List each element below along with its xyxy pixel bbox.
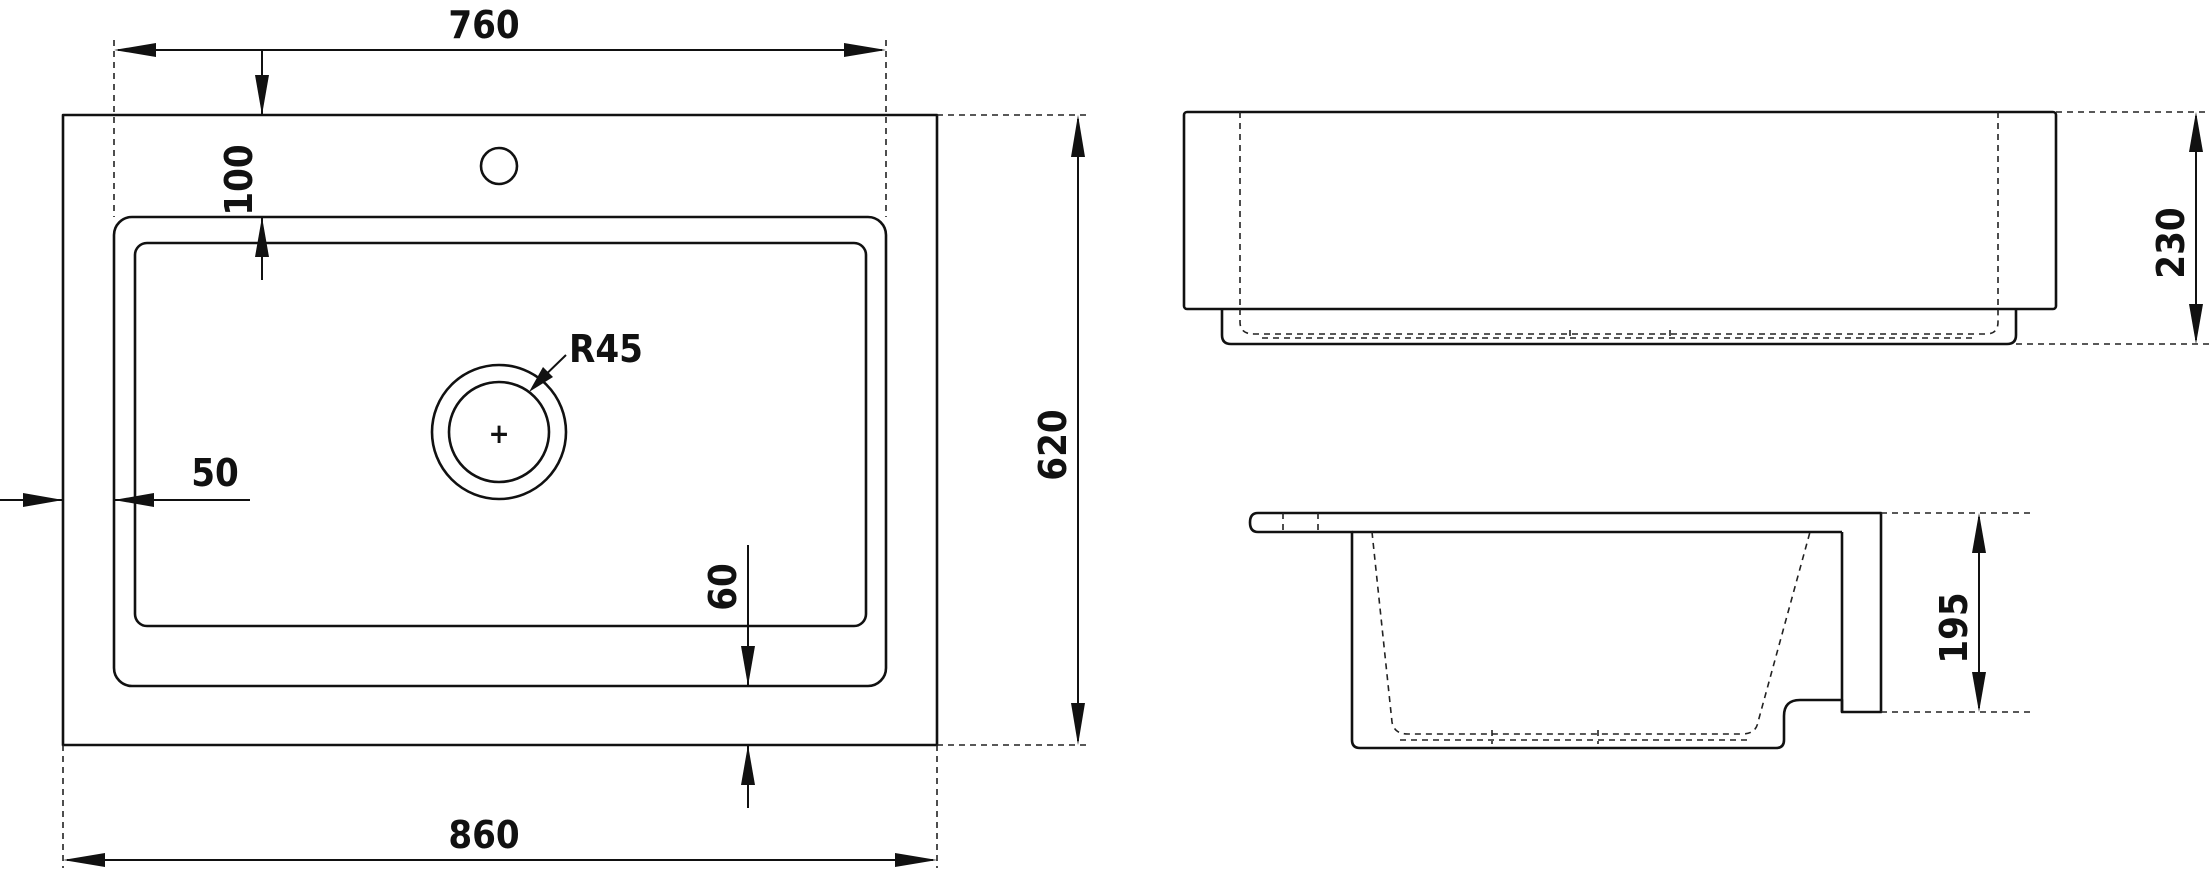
dim-rim-back-label: 100 <box>217 144 261 215</box>
hidden-line <box>1239 309 1999 335</box>
bowl-inner-outline <box>133 241 868 628</box>
sink-outline <box>61 113 939 747</box>
dim-bowl-depth-label: 195 <box>1932 592 1976 663</box>
top-view: + 760 860 620 <box>0 3 1090 868</box>
dim-rim-back: 100 <box>217 50 269 280</box>
dim-rim-side: 50 <box>0 451 250 507</box>
dim-height: 230 <box>2149 112 2203 344</box>
drain-center-mark: + <box>488 417 509 450</box>
side-view-outline <box>1248 511 1883 750</box>
drain-outer-ring <box>430 363 568 501</box>
dim-bowl-depth: 195 <box>1932 513 1986 712</box>
dim-rim-front: 60 <box>701 545 755 808</box>
hidden-line <box>1371 531 1811 735</box>
dim-inner-width: 760 <box>114 3 886 57</box>
dim-rim-side-label: 50 <box>191 451 239 495</box>
front-view-base <box>1220 309 2018 346</box>
front-view: 230 <box>1182 110 2209 346</box>
dim-rim-front-label: 60 <box>701 563 745 611</box>
dim-height-label: 230 <box>2149 207 2193 278</box>
side-view: 195 <box>1248 511 2032 750</box>
drain-inner-ring <box>447 380 551 484</box>
bowl-outer-outline <box>112 215 888 688</box>
dim-inner-width-label: 760 <box>448 3 519 47</box>
front-view-outline <box>1182 110 2058 311</box>
tap-hole <box>479 146 519 186</box>
dim-drain-radius-label: R45 <box>569 327 643 371</box>
dim-overall-width: 860 <box>63 813 937 867</box>
dim-overall-depth: 620 <box>1031 115 1085 745</box>
dim-overall-depth-label: 620 <box>1031 409 1075 480</box>
dim-drain-radius: R45 <box>529 327 643 392</box>
dim-overall-width-label: 860 <box>448 813 519 857</box>
